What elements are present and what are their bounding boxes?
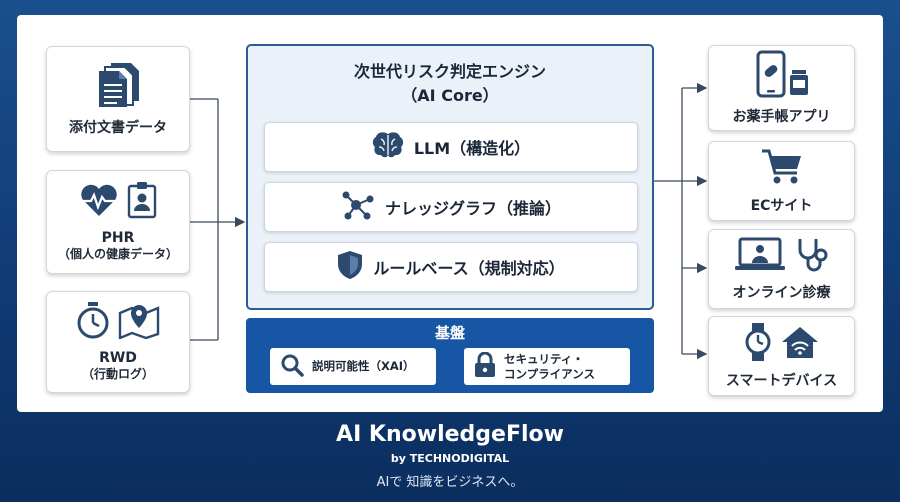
module-rule-based: ルールベース（規制対応） — [264, 242, 638, 292]
input-sublabel: （行動ログ） — [81, 367, 154, 382]
foundation-label-line2: コンプライアンス — [504, 366, 595, 381]
brand-tagline: AIで 知識をビジネスへ。 — [376, 475, 524, 490]
foundation-title: 基盤 — [434, 324, 465, 342]
heart-pulse-icon — [79, 182, 119, 222]
shopping-cart-icon — [760, 147, 804, 191]
ai-core-container: 次世代リスク判定エンジン （AI Core） LLM（構造化） ナレッジグラフ（… — [246, 44, 654, 310]
module-label: ルールベース（規制対応） — [373, 259, 565, 278]
input-card-rwd: RWD （行動ログ） — [46, 291, 190, 393]
output-label: ECサイト — [750, 197, 813, 214]
input-sublabel: （個人の健康データ） — [57, 247, 178, 262]
module-knowledge-graph: ナレッジグラフ（推論） — [264, 182, 638, 232]
output-card-medication-app: お薬手帳アプリ — [708, 45, 855, 131]
core-title: 次世代リスク判定エンジン （AI Core） — [248, 60, 652, 108]
output-label: スマートデバイス — [725, 372, 838, 389]
foundation-item-xai: 説明可能性（XAI） — [270, 348, 436, 385]
module-label: ナレッジグラフ（推論） — [384, 199, 561, 218]
input-label: RWD — [99, 350, 137, 367]
foundation-label: 説明可能性（XAI） — [312, 359, 415, 374]
map-pin-icon — [118, 301, 160, 343]
module-label: LLM（構造化） — [413, 139, 531, 158]
home-wifi-icon — [780, 324, 820, 364]
document-icon — [93, 61, 143, 113]
search-icon — [280, 353, 304, 381]
foundation-container: 基盤 説明可能性（XAI） セキュリティ・ コンプライアンス — [246, 318, 654, 393]
lock-icon — [474, 351, 496, 382]
brain-icon — [372, 131, 404, 163]
foundation-item-security: セキュリティ・ コンプライアンス — [464, 348, 630, 385]
laptop-doctor-icon — [734, 236, 786, 278]
core-title-line1: 次世代リスク判定エンジン — [353, 62, 546, 81]
module-llm: LLM（構造化） — [264, 122, 638, 172]
core-title-line2: （AI Core） — [401, 86, 499, 105]
stethoscope-icon — [794, 236, 830, 278]
id-badge-icon — [127, 181, 157, 223]
brand-title: AI KnowledgeFlow — [336, 422, 564, 447]
output-label: オンライン診療 — [732, 284, 831, 301]
foundation-label-line1: セキュリティ・ — [504, 352, 584, 367]
smartwatch-icon — [744, 322, 772, 366]
input-card-phr: PHR （個人の健康データ） — [46, 170, 190, 274]
stopwatch-icon — [76, 301, 110, 343]
output-label: お薬手帳アプリ — [732, 108, 831, 125]
brand-byline: by TECHNODIGITAL — [390, 452, 510, 465]
graph-network-icon — [341, 190, 375, 224]
shield-icon — [337, 250, 363, 284]
output-card-telemedicine: オンライン診療 — [708, 229, 855, 309]
output-card-ec-site: ECサイト — [708, 141, 855, 221]
output-card-smart-device: スマートデバイス — [708, 316, 855, 396]
foundation-label: セキュリティ・ コンプライアンス — [504, 352, 595, 381]
input-card-package-insert: 添付文書データ — [46, 46, 190, 152]
input-label: 添付文書データ — [69, 119, 167, 136]
input-label: PHR — [101, 230, 135, 247]
smartphone-pill-icon — [754, 50, 810, 102]
